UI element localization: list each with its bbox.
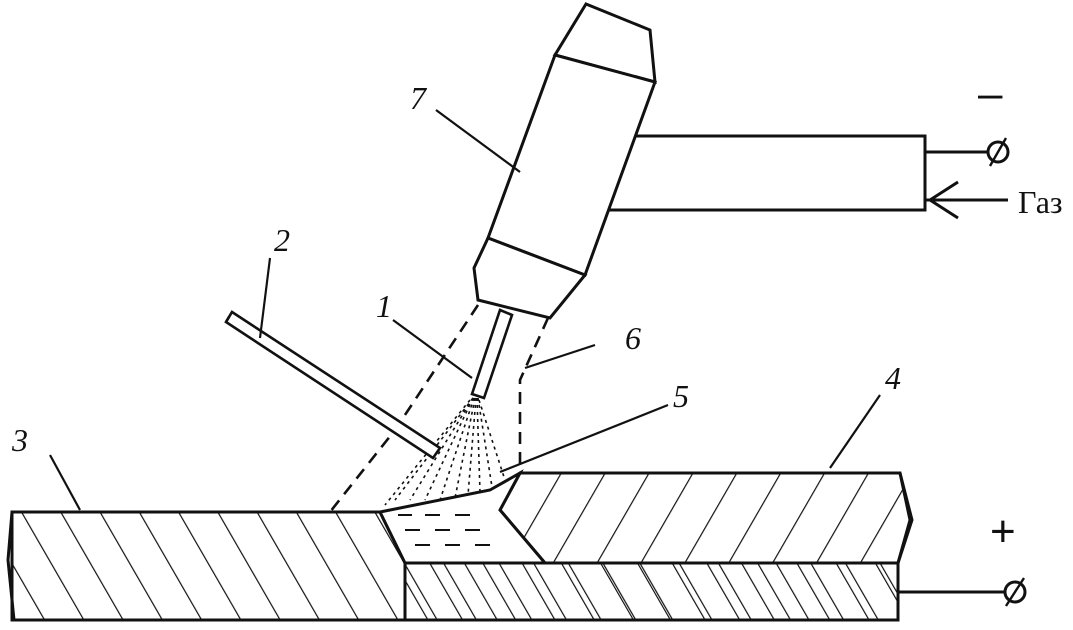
lower-plate-section <box>403 561 900 622</box>
label-6: 6 <box>625 320 641 356</box>
positive-terminal <box>898 577 1027 607</box>
label-2: 2 <box>274 222 290 258</box>
arc-spray <box>384 397 506 506</box>
tungsten-electrode <box>470 308 514 400</box>
filler-rod <box>224 310 442 460</box>
gas-label: Газ <box>1018 184 1063 220</box>
minus-sign: – <box>978 69 1003 118</box>
weld-pool <box>377 469 549 565</box>
label-4: 4 <box>885 360 901 396</box>
label-7: 7 <box>410 80 426 116</box>
label-3: 3 <box>12 422 28 458</box>
negative-terminal <box>925 137 1010 167</box>
label-5: 5 <box>673 378 689 414</box>
gas-inlet-arrow <box>925 180 1008 220</box>
leader-lines <box>49 109 881 511</box>
plus-sign: + <box>990 507 1016 556</box>
label-1: 1 <box>376 288 392 324</box>
right-plate <box>498 471 914 565</box>
torch-body <box>472 2 927 320</box>
